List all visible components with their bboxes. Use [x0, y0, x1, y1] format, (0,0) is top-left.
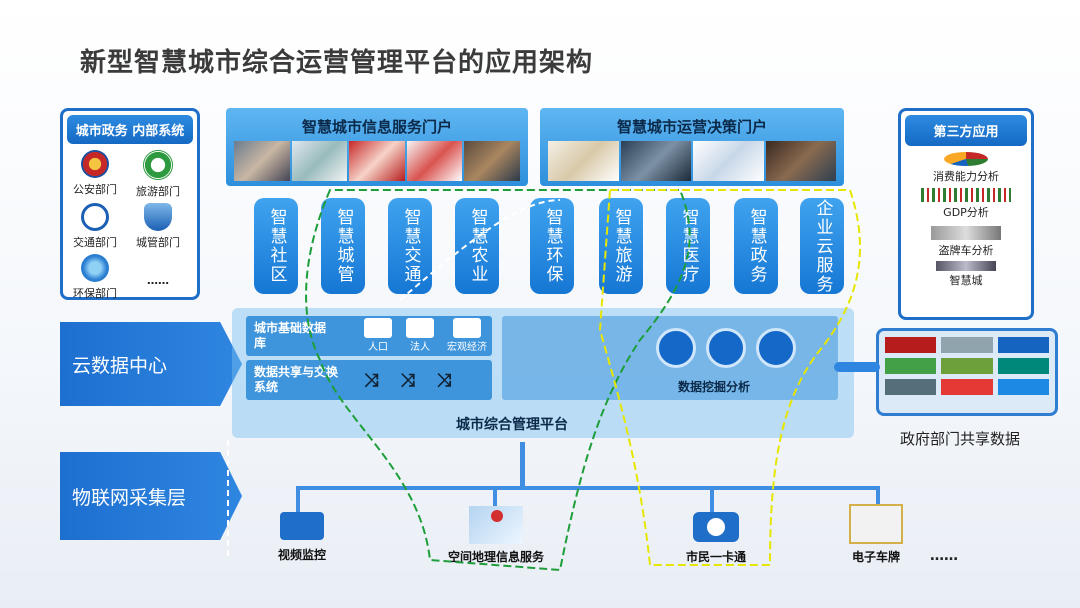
app-smart-environment: 智慧环保 [530, 198, 574, 294]
iot-drop-line [876, 486, 880, 512]
population-icon [364, 318, 392, 338]
tourism-logo-icon [143, 150, 173, 180]
data-exchange-label: 数据共享与交换系统 [254, 365, 339, 394]
exchange-arrows-icon: ⤨⤨⤨ [364, 370, 474, 391]
dept-more: …… [147, 274, 169, 287]
portal-screenshot [464, 141, 520, 181]
gov-data-thumbnail [885, 337, 937, 353]
gov-shared-data-box [876, 328, 1058, 416]
device-video: 视频监控 [262, 512, 342, 563]
decision-portal-screenshots [540, 141, 844, 181]
iot-drop-line [710, 486, 714, 512]
iot-drop-line [493, 486, 497, 512]
gov-data-thumbnail [997, 358, 1049, 374]
app-smart-community: 智慧社区 [254, 198, 298, 294]
decision-portal: 智慧城市运营决策门户 [540, 108, 844, 186]
dept-urban-management: 城管部门 [130, 203, 186, 250]
third-party-panel: 第三方应用 消费能力分析 GDP分析 盗牌车分析 智慧城 [898, 108, 1034, 320]
device-more: …… [930, 548, 958, 564]
gdp-chart-icon [921, 188, 1011, 202]
portal-screenshot [406, 141, 463, 181]
map-pin-icon [469, 506, 523, 544]
data-exchange-box: 数据共享与交换系统 ⤨⤨⤨ [246, 360, 492, 400]
waveform-icon [756, 328, 796, 368]
city-management-platform-label: 城市综合管理平台 [456, 417, 568, 433]
internal-systems-panel: 城市政务 内部系统 公安部门 旅游部门 交通部门 城管部门 环保部门 …… [60, 108, 200, 300]
app-smart-healthcare: 智慧医疗 [666, 198, 710, 294]
gov-data-thumbnail [997, 337, 1049, 353]
smart-city-image-icon [936, 261, 996, 271]
third-party-item-smart-city: 智慧城 [949, 274, 983, 287]
app-smart-agriculture: 智慧农业 [455, 198, 499, 294]
portal-screenshot [548, 141, 619, 181]
third-party-item-plate: 盗牌车分析 [938, 244, 994, 257]
portal-screenshot [291, 141, 348, 181]
gov-shared-data-connector [834, 362, 880, 372]
third-party-item-gdp: GDP分析 [943, 206, 989, 219]
white-dashed-outline [227, 199, 561, 560]
iot-bus-line [296, 486, 880, 490]
waveform-icon [656, 328, 696, 368]
app-enterprise-cloud: 企业云服务 [800, 198, 844, 294]
gov-data-thumbnail [941, 358, 993, 374]
camera-icon [693, 512, 739, 542]
device-citizen-card: 市民一卡通 [676, 512, 756, 565]
data-mining-label: 数据挖掘分析 [678, 380, 751, 394]
gov-data-thumbnail [885, 379, 937, 395]
environment-logo-icon [81, 254, 109, 282]
data-mining-box: 数据挖掘分析 [502, 316, 838, 400]
gov-shared-data-label: 政府部门共享数据 [900, 430, 1021, 448]
info-portal-title: 智慧城市信息服务门户 [301, 118, 452, 136]
third-party-header: 第三方应用 [905, 115, 1027, 146]
dept-police: 公安部门 [67, 150, 123, 199]
internal-systems-header: 城市政务 内部系统 [67, 115, 193, 144]
portal-screenshot [234, 141, 290, 181]
gov-data-thumbnail [941, 337, 993, 353]
urban-management-shield-icon [144, 203, 172, 231]
portal-screenshot [349, 141, 405, 181]
device-electronic-plate: 电子车牌 [836, 504, 916, 565]
info-service-portal: 智慧城市信息服务门户 [226, 108, 528, 186]
rfid-tag-icon [849, 504, 903, 544]
portal-screenshot [620, 141, 691, 181]
consumption-chart-icon [944, 152, 988, 166]
green-dashed-outline [305, 189, 691, 572]
dept-environment: 环保部门 [67, 254, 123, 301]
license-plate-image-icon [931, 226, 1001, 240]
legal-person-icon [406, 318, 434, 338]
dept-traffic: 交通部门 [67, 203, 123, 250]
traffic-emblem-icon [81, 203, 109, 231]
iot-drop-line [296, 486, 300, 512]
macro-economy-chart-icon [453, 318, 481, 338]
yellow-dashed-outline [598, 189, 861, 566]
app-smart-government: 智慧政务 [734, 198, 778, 294]
info-portal-screenshots [226, 141, 528, 181]
gov-data-thumbnail [885, 358, 937, 374]
portal-screenshot [765, 141, 836, 181]
iot-collection-layer: 物联网采集层 [60, 452, 242, 540]
platform-downlink [520, 442, 525, 488]
video-camera-icon [280, 512, 324, 540]
cloud-datacenter-layer: 云数据中心 [60, 322, 242, 406]
decision-portal-title: 智慧城市运营决策门户 [616, 118, 767, 136]
city-base-database-box: 城市基础数据库 人口 法人 宏观经济 [246, 316, 492, 356]
third-party-item-consumption: 消费能力分析 [933, 170, 999, 183]
app-smart-urban-management: 智慧城管 [321, 198, 365, 294]
app-smart-tourism: 智慧旅游 [599, 198, 643, 294]
dept-tourism: 旅游部门 [130, 150, 186, 199]
gov-data-thumbnail [941, 379, 993, 395]
app-row: 智慧社区 智慧城管 智慧交通 智慧农业 智慧环保 智慧旅游 智慧医疗 智慧政务 … [254, 198, 854, 298]
waveform-icon [706, 328, 746, 368]
page-title: 新型智慧城市综合运营管理平台的应用架构 [80, 48, 594, 78]
police-emblem-icon [81, 150, 109, 178]
gov-data-thumbnail [997, 379, 1049, 395]
device-gis: 空间地理信息服务 [436, 506, 556, 565]
portal-screenshot [693, 141, 764, 181]
